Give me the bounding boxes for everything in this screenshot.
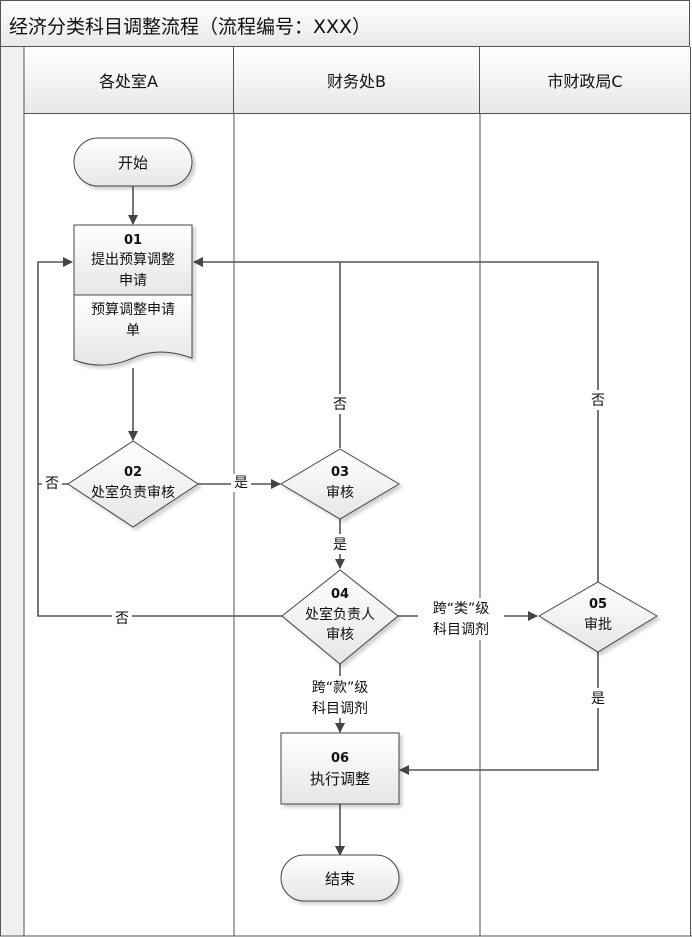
node-01-number: 01 [124, 233, 142, 248]
node-06-number: 06 [331, 751, 349, 766]
lane-header-a: 各处室A [24, 47, 234, 114]
node-04-number: 04 [331, 587, 349, 602]
edge-label-05-yes: 是 [591, 691, 605, 707]
start-label: 开始 [118, 154, 148, 172]
edge-03-no-to-01 [193, 257, 341, 448]
edge-label-02-yes: 是 [234, 475, 248, 491]
edge-label-04-no: 否 [115, 611, 129, 627]
node-04-decision[interactable]: 04 处室负责人 审核 [281, 569, 399, 665]
node-05-label: 审批 [584, 617, 612, 633]
lane-header-b: 财务处B [234, 47, 480, 114]
lane-label-b: 财务处B [327, 72, 386, 91]
start-node[interactable]: 开始 [73, 137, 193, 187]
edge-05-yes-to-06 [399, 652, 599, 775]
edge-label-04-cross-class-line2: 科目调剂 [433, 622, 489, 638]
node-06-label: 执行调整 [310, 770, 370, 788]
diagram-title: 经济分类科目调整流程（流程编号：XXX） [9, 16, 372, 38]
edge-04-no-to-01 [37, 484, 282, 617]
edge-label-02-no: 否 [45, 476, 59, 492]
node-04-label-line2: 审核 [326, 627, 354, 643]
node-03-label: 审核 [326, 485, 354, 501]
node-02-number: 02 [124, 465, 142, 480]
edge-label-03-no: 否 [333, 397, 347, 413]
edge-label-04-cross-item-line2: 科目调剂 [312, 701, 368, 717]
document-label-line2: 单 [126, 323, 140, 339]
edge-02-no-to-01 [37, 257, 73, 485]
node-01-document[interactable]: 预算调整申请 单 [73, 294, 193, 366]
lane-header-c: 市财政局C [480, 47, 691, 114]
left-strip [0, 47, 24, 936]
document-label-line1: 预算调整申请 [91, 302, 175, 318]
node-03-decision[interactable]: 03 审核 [280, 448, 400, 520]
node-02-decision[interactable]: 02 处室负责审核 [67, 440, 199, 528]
end-label: 结束 [325, 870, 355, 888]
node-03-number: 03 [331, 465, 349, 480]
lane-label-c: 市财政局C [547, 72, 623, 91]
lane-label-a: 各处室A [99, 72, 158, 91]
edge-label-05-no: 否 [591, 393, 605, 409]
node-05-decision[interactable]: 05 审批 [538, 581, 658, 653]
node-01-process[interactable]: 01 提出预算调整 申请 [73, 224, 193, 296]
node-06-process[interactable]: 06 执行调整 [280, 732, 400, 805]
node-05-number: 05 [589, 597, 607, 612]
node-01-label-line1: 提出预算调整 [91, 252, 175, 268]
diagram-title-bar: 经济分类科目调整流程（流程编号：XXX） [0, 0, 690, 47]
edge-label-04-cross-item-line1: 跨“款”级 [312, 680, 369, 696]
edge-05-no-to-01 [340, 261, 599, 582]
node-04-label-line1: 处室负责人 [305, 606, 375, 623]
end-node[interactable]: 结束 [280, 854, 400, 902]
edge-label-04-cross-class-line1: 跨“类”级 [433, 601, 490, 617]
edge-label-03-yes: 是 [333, 537, 347, 553]
node-01-label-line2: 申请 [119, 273, 147, 289]
node-02-label: 处室负责审核 [91, 484, 175, 501]
